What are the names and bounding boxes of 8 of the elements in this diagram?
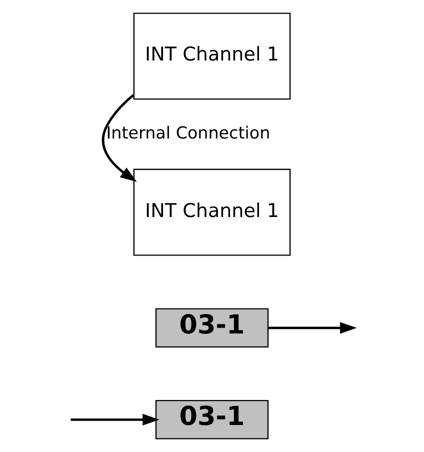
arrow — [268, 322, 357, 334]
arrow — [70, 414, 160, 426]
arrow — [102, 94, 137, 182]
node-box: INT Channel 1 — [133, 168, 291, 256]
node-box: 03-1 — [155, 308, 269, 348]
node-box: INT Channel 1 — [133, 12, 291, 100]
node-box: 03-1 — [155, 400, 269, 440]
edge-label: Internal Connection — [106, 124, 270, 143]
